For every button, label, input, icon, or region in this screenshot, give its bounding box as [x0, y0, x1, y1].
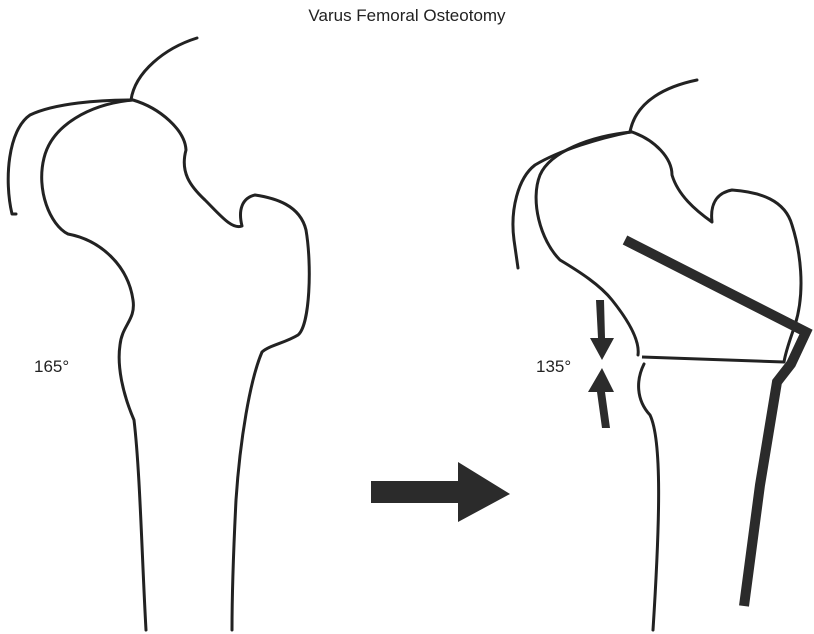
- femoral-neck-right: [632, 132, 801, 362]
- acetabulum-outline-left: [8, 38, 197, 214]
- femur-before: [8, 38, 309, 630]
- femoral-neck-left: [133, 100, 309, 630]
- angle-label-after: 135°: [536, 357, 571, 377]
- figure-title: Varus Femoral Osteotomy: [0, 6, 814, 26]
- progression-arrow: [371, 462, 510, 522]
- femoral-head-right: [536, 132, 638, 355]
- compression-arrow-up: [588, 368, 614, 428]
- compression-arrow-down: [590, 300, 614, 360]
- osteotomy-cut-line: [642, 357, 784, 362]
- femur-after: [513, 80, 806, 630]
- angle-label-before: 165°: [34, 357, 69, 377]
- femoral-shaft-right: [639, 364, 659, 630]
